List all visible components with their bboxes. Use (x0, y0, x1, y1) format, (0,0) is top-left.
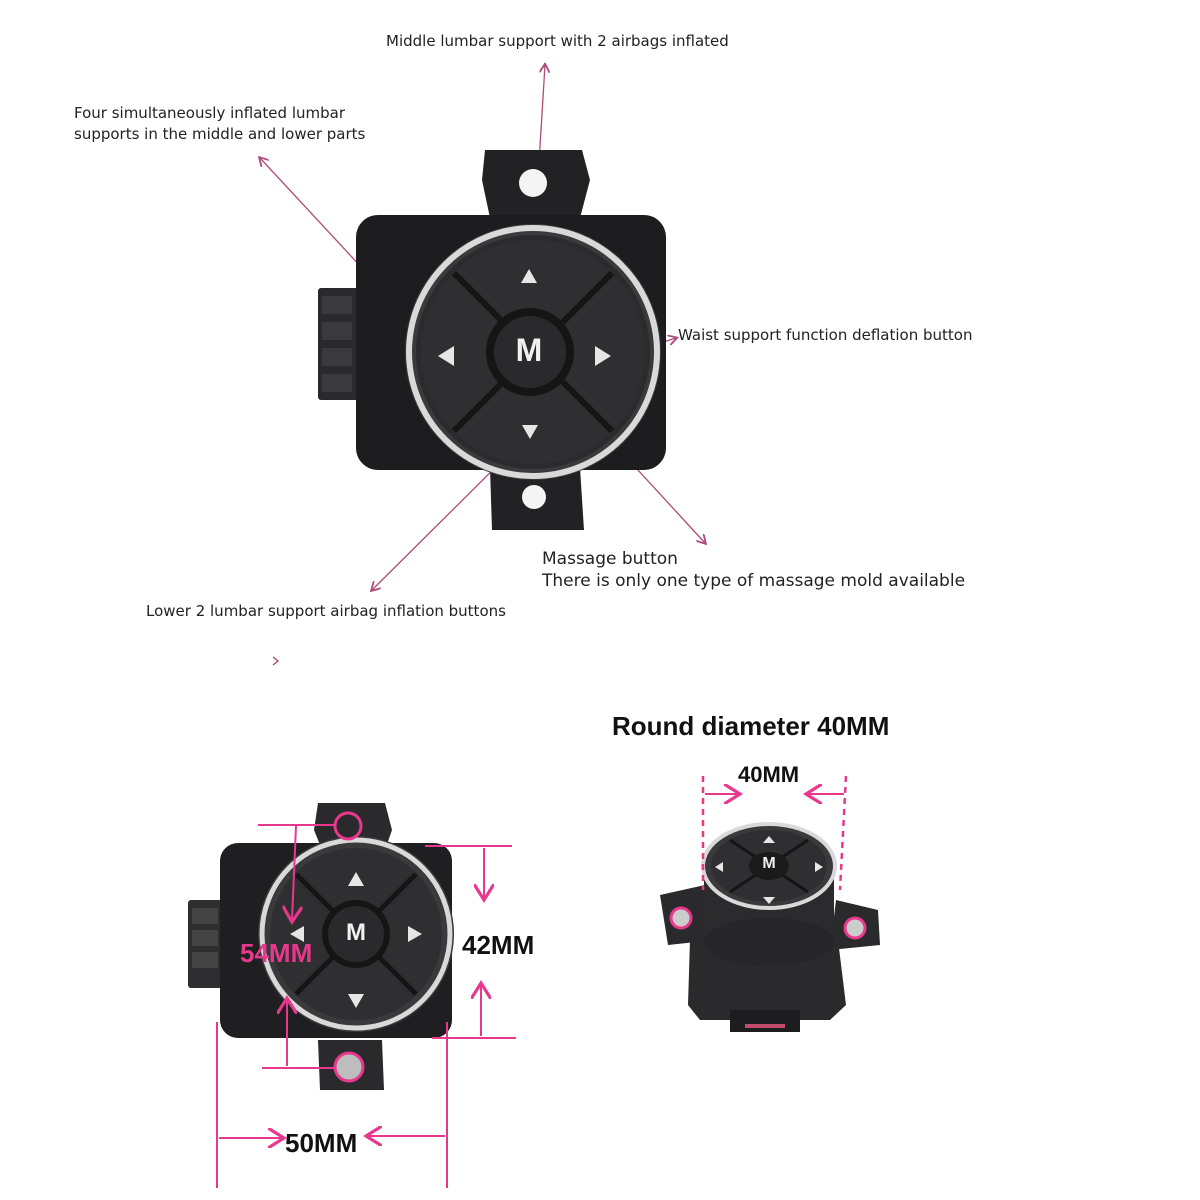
round-diameter-title: Round diameter 40MM (612, 711, 890, 741)
center-button-letter-round-view: M (762, 855, 776, 872)
label-four-lumbar-line2: supports in the middle and lower parts (74, 125, 366, 143)
center-button-letter-large: M (515, 332, 543, 368)
label-waist-deflation: Waist support function deflation button (678, 326, 973, 344)
label-four-lumbar-line1: Four simultaneously inflated lumbar (74, 104, 345, 122)
callout-line-lower (372, 439, 524, 590)
label-lower-lumbar: Lower 2 lumbar support airbag inflation … (146, 602, 506, 620)
dimension-width-label: 50MM (285, 1128, 358, 1158)
label-massage-line1: Massage button (542, 549, 678, 569)
callout-line-waist (611, 338, 676, 359)
stray-arrow-mark (272, 656, 280, 666)
round-diameter-label: 40MM (738, 762, 800, 787)
center-button-letter-dimension-view: M (346, 919, 366, 946)
dimension-bezel-label: 54MM (240, 938, 313, 968)
callout-line-middle (532, 65, 545, 261)
callout-line-four (260, 158, 441, 353)
label-massage-line2: There is only one type of massage mold a… (542, 571, 966, 591)
dimension-height-label: 42MM (462, 930, 535, 960)
callout-line-massage (534, 357, 705, 543)
label-middle-lumbar: Middle lumbar support with 2 airbags inf… (386, 32, 729, 50)
